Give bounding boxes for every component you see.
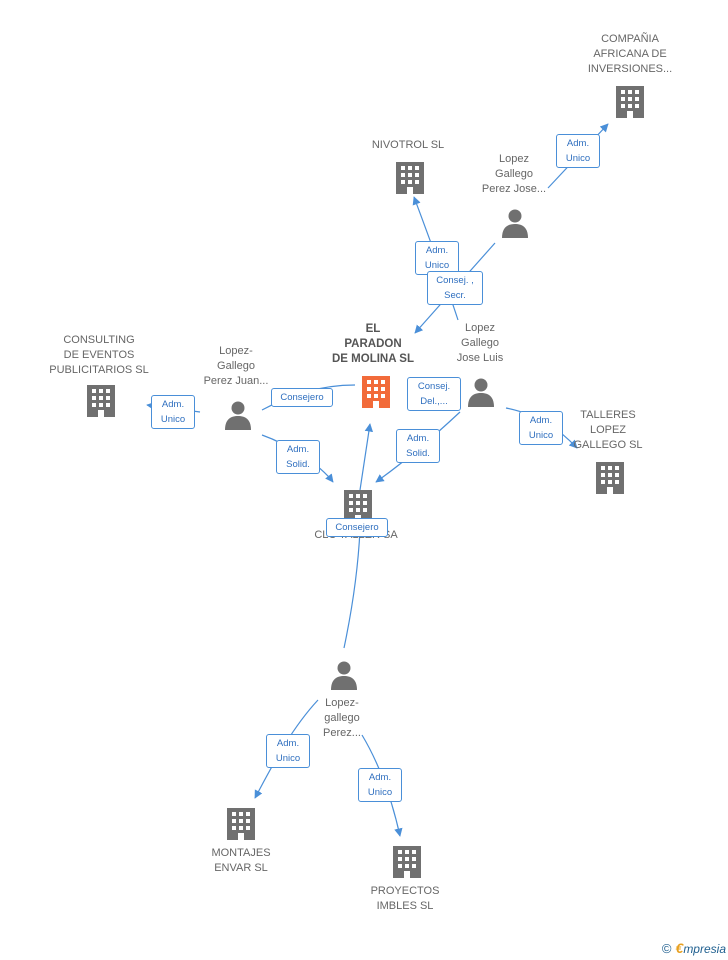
node-lopez-gallego-perez-jose[interactable]: Lopez Gallego Perez Jose... xyxy=(454,152,574,242)
node-proyectos[interactable]: PROYECTOS IMBLES SL xyxy=(345,844,465,914)
node-lopez-gallego-perez[interactable]: Lopez- gallego Perez... xyxy=(282,660,402,740)
node-el-paradon[interactable]: EL PARADON DE MOLINA SL xyxy=(313,322,433,412)
node-talleres[interactable]: TALLERES LOPEZ GALLEGO SL xyxy=(548,408,668,498)
role-badge[interactable]: Adm. Unico xyxy=(519,411,563,445)
node-label: MONTAJES ENVAR SL xyxy=(211,847,271,874)
node-label: Lopez- gallego Perez... xyxy=(323,697,361,739)
node-label: TALLERES LOPEZ GALLEGO SL xyxy=(573,409,643,451)
role-badge[interactable]: Adm. Unico xyxy=(556,134,600,168)
building-icon xyxy=(344,490,372,522)
building-icon xyxy=(596,462,624,494)
role-badge[interactable]: Adm. Unico xyxy=(266,734,310,768)
node-label: CONSULTING DE EVENTOS PUBLICITARIOS SL xyxy=(49,334,149,376)
building-icon-highlighted xyxy=(362,376,390,408)
node-consulting[interactable]: CONSULTING DE EVENTOS PUBLICITARIOS SL xyxy=(39,333,159,423)
role-badge[interactable]: Consejero xyxy=(271,388,333,407)
building-icon xyxy=(396,162,424,194)
node-label: Lopez Gallego Perez Jose... xyxy=(481,153,547,195)
role-badge[interactable]: Adm. Solid. xyxy=(396,429,440,463)
role-badge[interactable]: Consejero xyxy=(326,518,388,537)
building-icon xyxy=(393,846,421,878)
role-badge[interactable]: Adm. Unico xyxy=(151,395,195,429)
role-badge[interactable]: Consej. , Secr. xyxy=(427,271,483,305)
building-icon xyxy=(227,808,255,840)
person-icon xyxy=(502,209,528,238)
building-icon xyxy=(616,86,644,118)
node-label: COMPAÑIA AFRICANA DE INVERSIONES... xyxy=(587,33,673,75)
node-lopez-gallego-perez-juan[interactable]: Lopez- Gallego Perez Juan... xyxy=(176,344,296,434)
copyright-symbol: © xyxy=(661,941,672,956)
person-icon xyxy=(225,401,251,430)
node-label: PROYECTOS IMBLES SL xyxy=(370,885,440,912)
role-badge[interactable]: Adm. Solid. xyxy=(276,440,320,474)
node-label: Lopez- Gallego Perez Juan... xyxy=(203,345,269,387)
node-nivotrol[interactable]: NIVOTROL SL xyxy=(348,138,468,198)
building-icon xyxy=(87,385,115,417)
node-lopez-gallego-jose-luis[interactable]: Lopez Gallego Jose Luis xyxy=(420,321,540,411)
role-badge[interactable]: Adm. Unico xyxy=(415,241,459,275)
role-badge[interactable]: Consej. Del.,... xyxy=(407,377,461,411)
node-label: NIVOTROL SL xyxy=(371,139,445,151)
empresia-logo: ©€mpresia xyxy=(662,940,726,956)
node-label-main: EL PARADON DE MOLINA SL xyxy=(332,323,414,365)
node-compania-africana[interactable]: COMPAÑIA AFRICANA DE INVERSIONES... xyxy=(570,32,690,122)
node-label: Lopez Gallego Jose Luis xyxy=(456,322,504,364)
edge-clc-paradon xyxy=(359,423,374,491)
role-badge[interactable]: Adm. Unico xyxy=(358,768,402,802)
node-montajes[interactable]: MONTAJES ENVAR SL xyxy=(181,806,301,876)
person-icon xyxy=(468,378,494,407)
edge-perez-clc xyxy=(343,529,361,649)
person-icon xyxy=(331,661,357,690)
brand-name: mpresia xyxy=(683,942,726,956)
brand-e: € xyxy=(675,940,684,956)
